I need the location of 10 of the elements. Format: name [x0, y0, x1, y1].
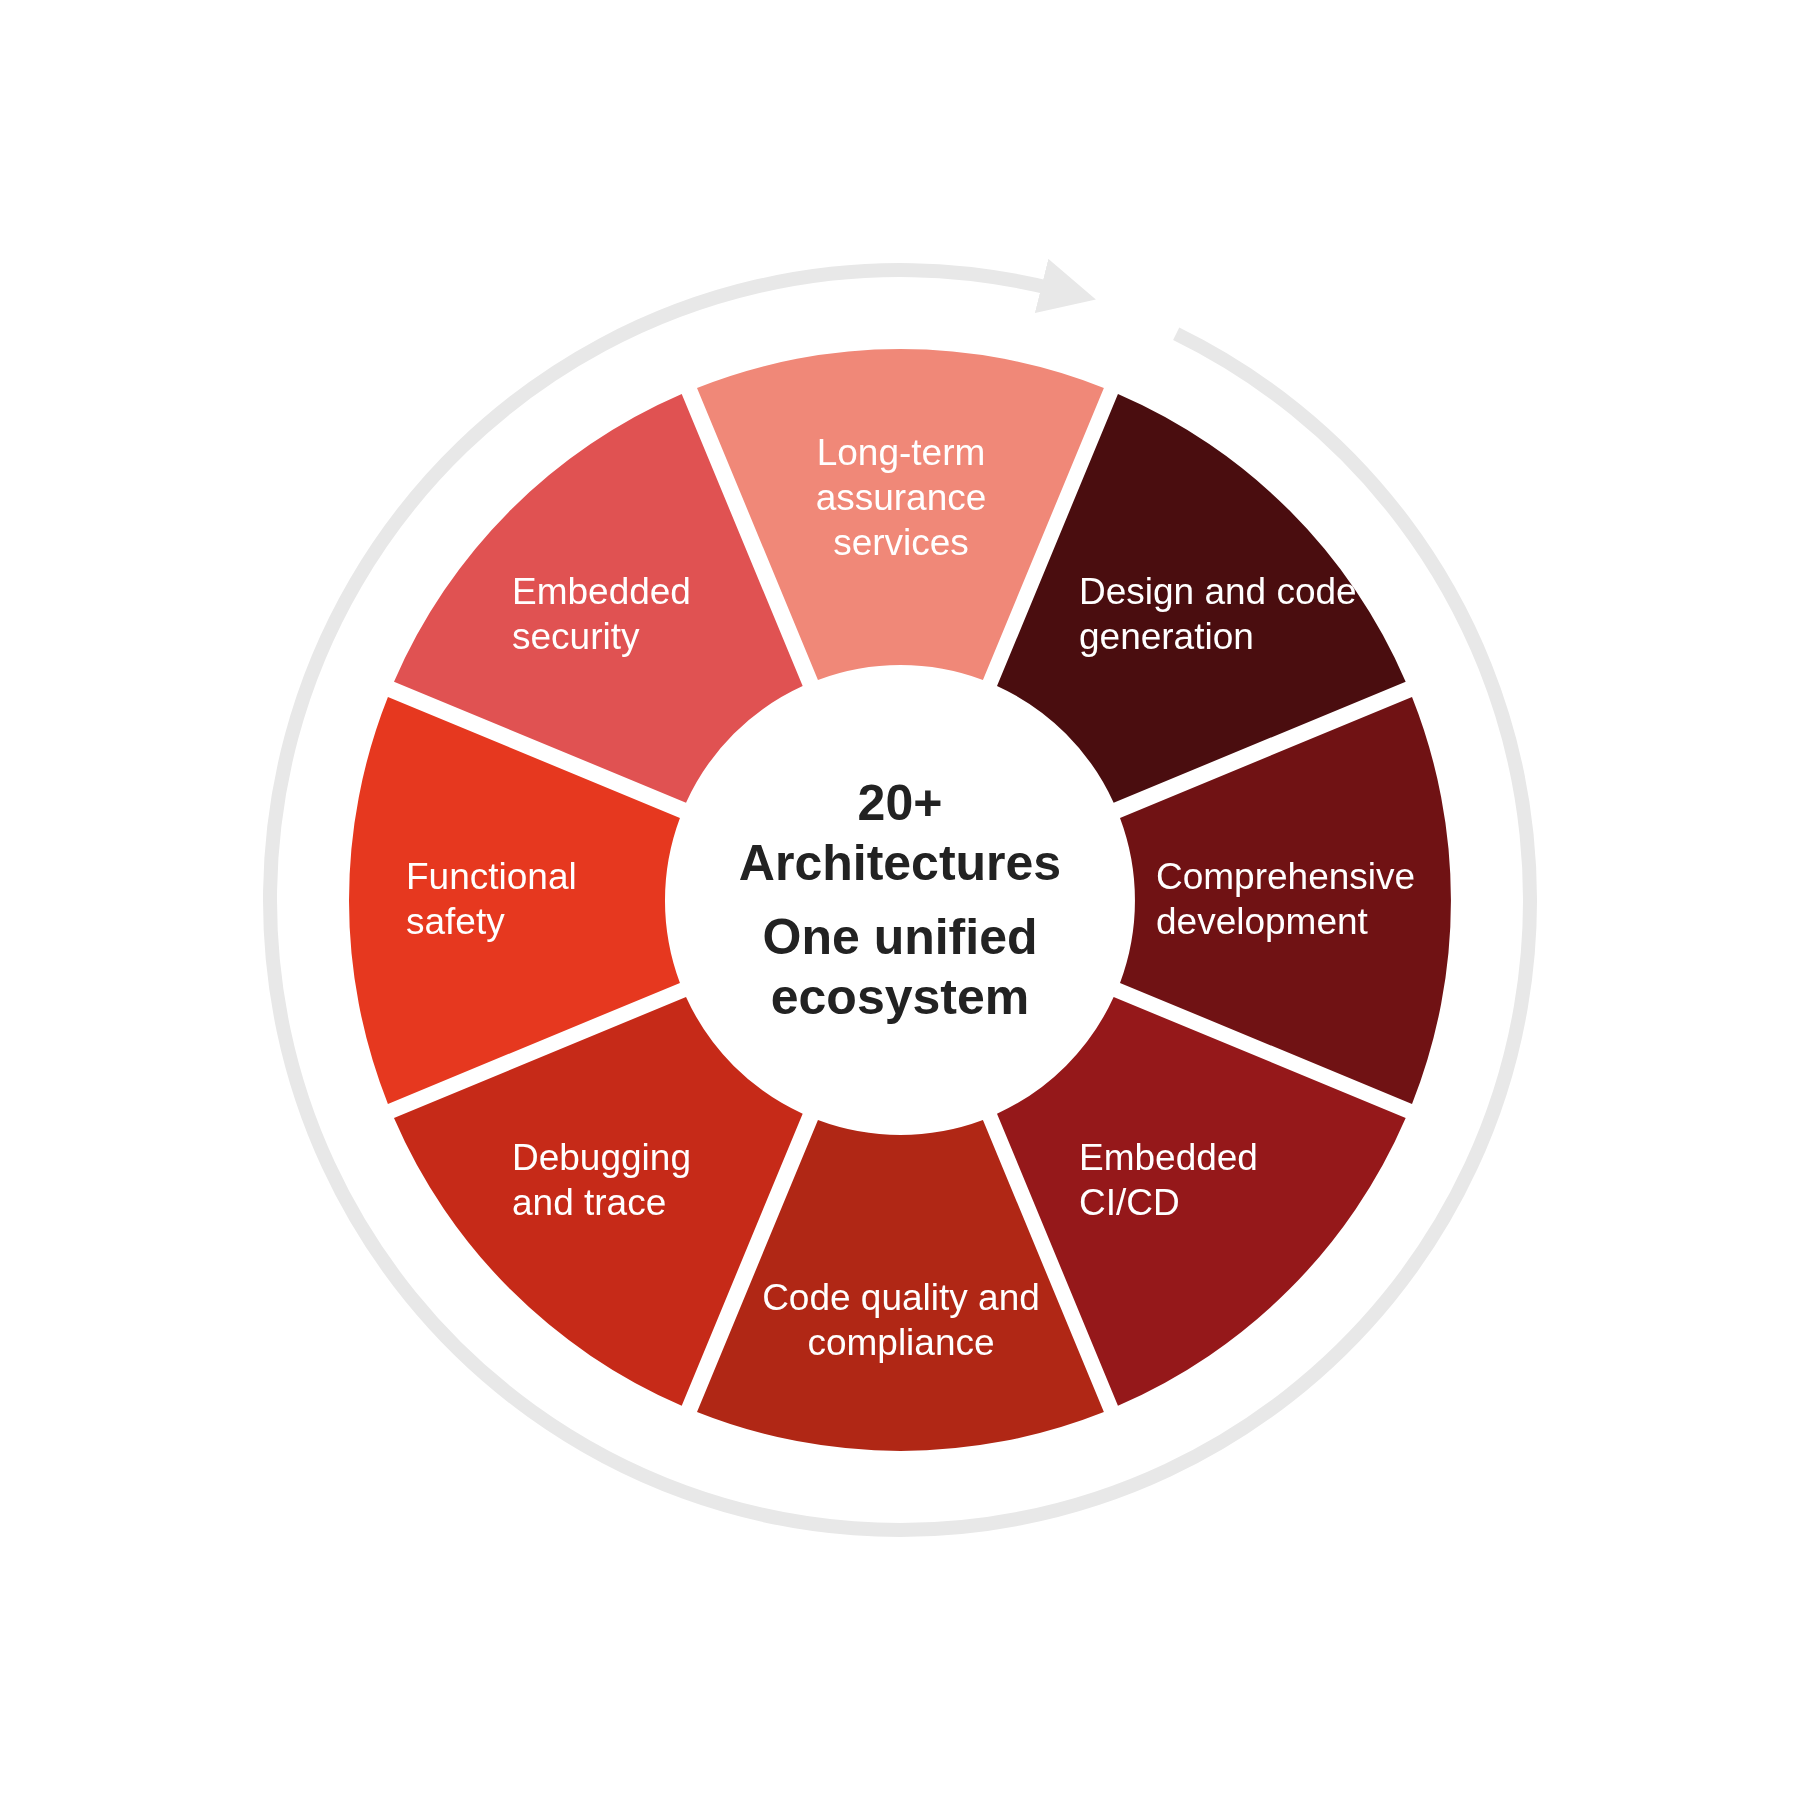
hub-text: One unified ecosystem	[761, 908, 1039, 1027]
segment-label: Embedded security	[512, 570, 692, 659]
segment-label: Long-term assurance services	[814, 430, 988, 565]
segment-label: Embedded CI/CD	[1079, 1136, 1259, 1225]
hub-text: 20+ Architectures	[737, 774, 1063, 893]
segment-label: Code quality and compliance	[761, 1276, 1041, 1365]
segment-label: Functional safety	[406, 855, 578, 944]
segment-label: Design and code generation	[1079, 570, 1358, 659]
segment-label: Debugging and trace	[512, 1136, 692, 1225]
segment-label: Comprehensive development	[1156, 855, 1417, 944]
